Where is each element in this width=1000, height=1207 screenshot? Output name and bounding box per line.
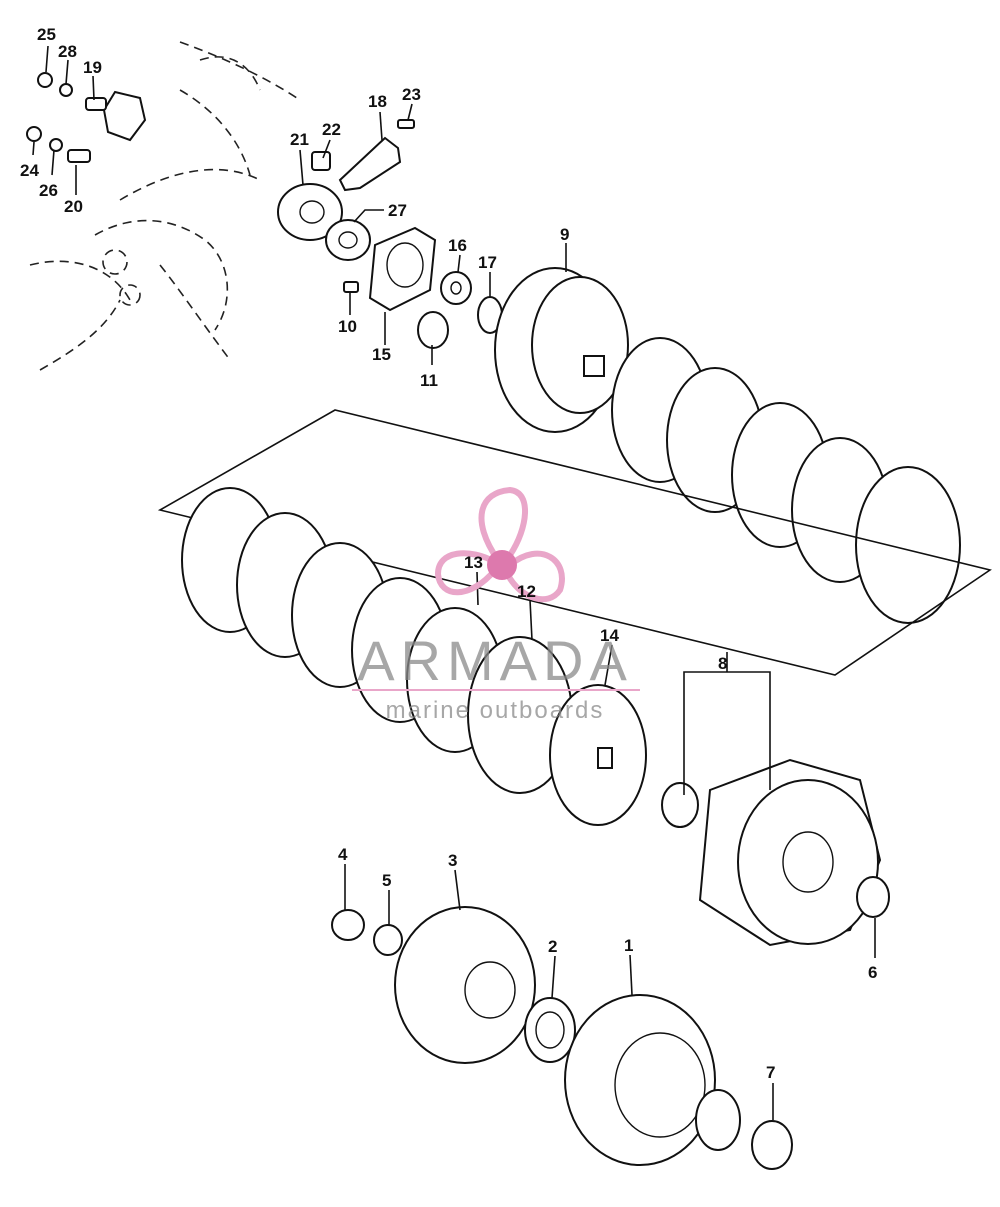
clutch-shoe-assembly [331,906,536,1064]
label-14: 14 [600,626,619,645]
pressure-plate-group [343,226,503,349]
label-2: 2 [548,937,557,956]
clutch-housing [661,758,890,947]
propeller-logo [434,486,565,603]
clutch-drum [524,994,793,1170]
label-10: 10 [338,317,357,336]
lower-clutch-plates [181,487,647,826]
label-22: 22 [322,120,341,139]
label-15: 15 [372,345,391,364]
label-27: 27 [388,201,407,220]
label-17: 17 [478,253,497,272]
upper-clutch-plates [611,337,961,624]
label-4: 4 [338,845,348,864]
label-12: 12 [517,582,536,601]
label-11: 11 [420,371,438,390]
label-7: 7 [766,1063,775,1082]
label-19: 19 [83,58,102,77]
label-9: 9 [560,225,569,244]
label-20: 20 [64,197,83,216]
armada-watermark: ARMADA marine outboards [352,486,640,724]
propeller-hub [487,550,517,580]
label-24: 24 [20,161,39,180]
engine-case-outline [29,41,301,371]
label-13: 13 [464,553,483,572]
label-3: 3 [448,851,457,870]
label-23: 23 [402,85,421,104]
label-8: 8 [718,654,727,673]
watermark-tagline: marine outboards [386,697,605,724]
label-25: 25 [37,25,56,44]
label-28: 28 [58,42,77,61]
label-26: 26 [39,181,58,200]
leader-lines [32,45,876,1120]
label-21: 21 [290,130,309,149]
shift-lever-group [26,72,415,261]
label-6: 6 [868,963,877,982]
label-5: 5 [382,871,391,890]
plate-set-bracket [157,409,992,676]
label-16: 16 [448,236,467,255]
watermark-brand: ARMADA [357,629,633,692]
clutch-boss [494,267,629,433]
label-18: 18 [368,92,387,111]
part-labels: 25 28 19 24 26 20 21 22 18 23 27 16 17 9… [20,25,877,1082]
label-1: 1 [624,936,633,955]
